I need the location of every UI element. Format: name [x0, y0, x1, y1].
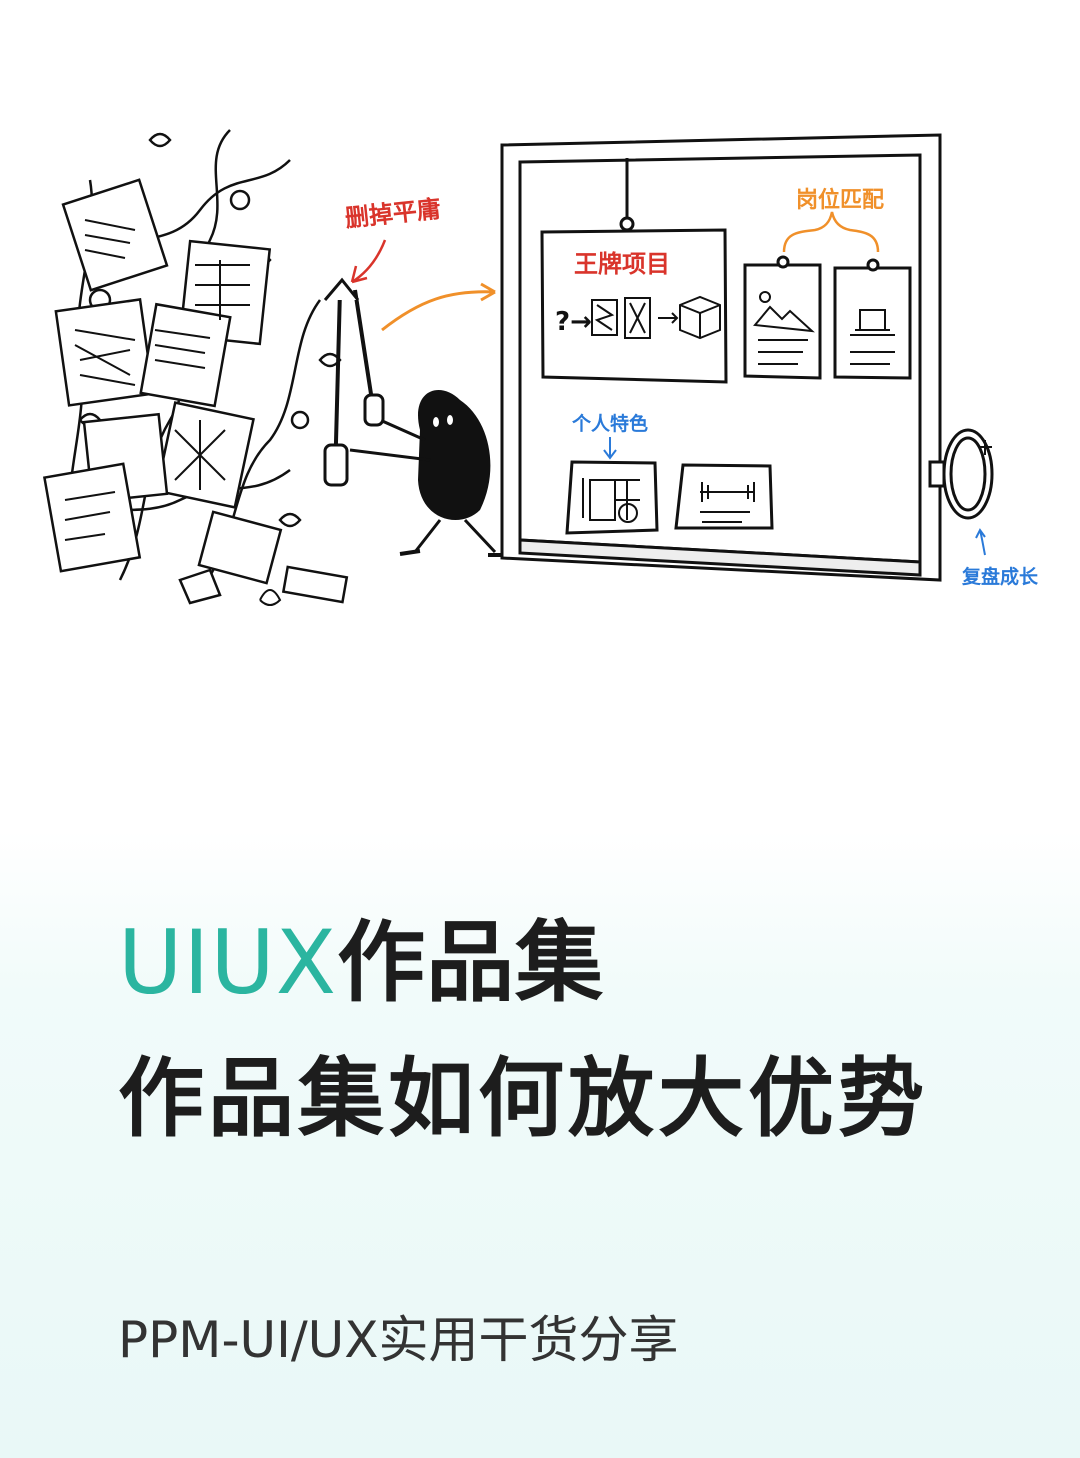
label-cut: 删掉平庸 — [344, 195, 442, 233]
review-arrow — [975, 528, 986, 556]
discarded-papers — [42, 178, 349, 605]
mirror — [928, 428, 994, 520]
personal-arrow — [603, 437, 617, 460]
headline: 作品集如何放大优势 — [118, 1049, 928, 1149]
match-brace — [782, 211, 880, 253]
label-personal: 个人特色 — [571, 412, 648, 435]
label-ace: 王牌项目 — [574, 250, 670, 278]
label-review: 复盘成长 — [961, 565, 1039, 588]
flow-arrow — [381, 282, 496, 332]
illustration: 删掉平庸 — [42, 129, 1039, 606]
display-case — [500, 133, 942, 582]
cut-arrow — [350, 239, 387, 284]
label-match: 岗位匹配 — [796, 187, 884, 213]
character — [323, 277, 506, 557]
question-mark: ?→ — [555, 307, 592, 337]
title-rest: 作品集 — [337, 911, 605, 1014]
subtitle: PPM-UI/UX实用干货分享 — [118, 1311, 679, 1369]
title: UIUX作品集 — [118, 892, 604, 1019]
title-accent: UIUX — [118, 911, 338, 1014]
